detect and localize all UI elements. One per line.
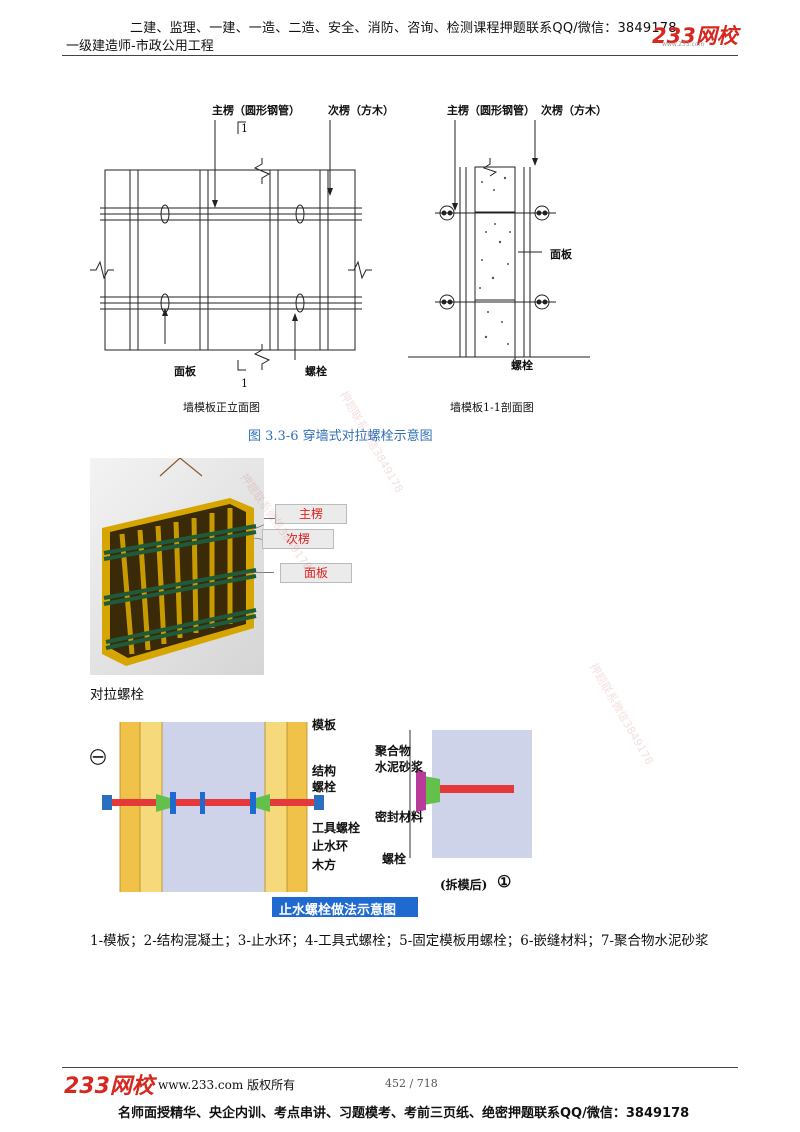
elevation-main-stud-label: 主楞（圆形钢管）	[212, 104, 300, 117]
tag-main-stud: 主楞	[275, 504, 347, 524]
site-logo: 233网校	[652, 24, 738, 48]
label-after-removal: (拆模后)	[440, 878, 488, 892]
tag-panel: 面板	[280, 563, 352, 583]
formwork-3d-image	[90, 458, 264, 675]
footer-logo: 233网校	[64, 1074, 154, 1099]
section-secondary-stud-label: 次楞（方木）	[541, 104, 607, 117]
footer-copyright: www.233.com 版权所有	[158, 1078, 296, 1092]
section-heading-tie-bolt: 对拉螺栓	[90, 687, 144, 703]
header-divider	[62, 55, 738, 56]
label-structure: 结构	[312, 764, 337, 778]
left-detail-number: ㊀	[90, 748, 107, 767]
label-polymer-line2: 水泥砂浆	[375, 760, 424, 774]
label-water-ring: 止水环	[312, 839, 349, 853]
site-logo-url: www.233.com	[662, 41, 705, 48]
elevation-title: 墙模板正立面图	[183, 401, 260, 414]
waterstop-bolt-diagram: 止水螺栓做法示意图	[90, 712, 538, 920]
label-tool-bolt: 工具螺栓	[312, 821, 361, 835]
label-formwork: 模板	[312, 718, 337, 732]
section-title: 墙模板1-1剖面图	[450, 401, 534, 414]
section-main-stud-label: 主楞（圆形钢管）	[447, 104, 535, 117]
header-subject-line: 一级建造师-市政公用工程	[66, 39, 214, 54]
label-timber: 木方	[312, 858, 337, 872]
section-mark-bottom: 1	[241, 377, 248, 390]
header-contact-line: 二建、监理、一建、一造、二造、安全、消防、咨询、检测课程押题联系QQ/微信：38…	[130, 21, 677, 36]
label-polymer-line1: 聚合物	[375, 744, 412, 758]
section-panel-label: 面板	[550, 248, 572, 261]
label-seal-material: 密封材料	[375, 810, 424, 824]
label-bolt: 螺栓	[312, 780, 337, 794]
detail-number: ①	[497, 872, 512, 891]
elevation-panel-label: 面板	[174, 365, 196, 378]
wall-formwork-drawings	[90, 120, 590, 371]
page-number: 452 / 718	[385, 1077, 438, 1090]
diagram-title: 止水螺栓做法示意图	[279, 903, 397, 918]
elevation-bolt-label: 螺栓	[305, 365, 327, 378]
tag-secondary-stud: 次楞	[262, 529, 334, 549]
elevation-secondary-stud-label: 次楞（方木）	[328, 104, 394, 117]
section-bolt-label: 螺栓	[511, 359, 533, 372]
legend-paragraph: 1-模板；2-结构混凝土；3-止水环；4-工具式螺栓；5-固定模板用螺栓；6-嵌…	[90, 930, 740, 953]
legend-text: 1-模板；2-结构混凝土；3-止水环；4-工具式螺栓；5-固定模板用螺栓；6-嵌…	[90, 933, 709, 949]
footer-divider	[62, 1067, 738, 1068]
watermark: 押题联系微信3849178	[587, 661, 656, 768]
footer-contact-line: 名师面授精华、央企内训、考点串讲、习题模考、考前三页纸、绝密押题联系QQ/微信：…	[118, 1106, 690, 1121]
figure-caption: 图 3.3-6 穿墙式对拉螺栓示意图	[248, 429, 433, 444]
section-mark-top: 1	[241, 122, 248, 135]
label-bolt-detail: 螺栓	[382, 852, 407, 866]
